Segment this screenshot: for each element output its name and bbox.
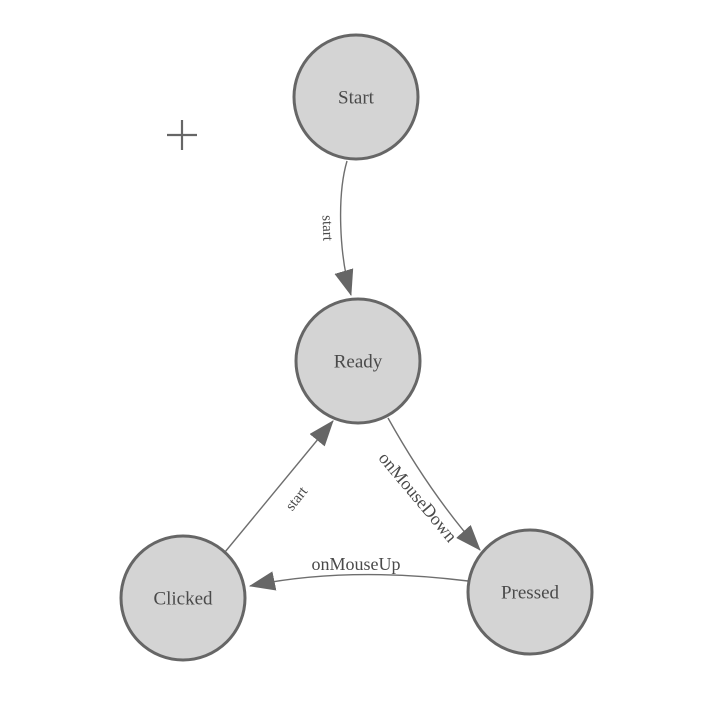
edge-line[interactable] [387,417,481,551]
edge-label-pressed-to-clicked: onMouseUp [312,554,401,574]
edge-pressed-to-clicked[interactable]: onMouseUp [248,554,469,591]
plus-icon [167,120,197,150]
node-pressed-label: Pressed [501,583,560,604]
node-start-circle[interactable] [292,33,420,161]
edge-label-clicked-to-ready: start [283,483,312,514]
node-pressed-circle[interactable] [466,528,594,656]
edge-line[interactable] [224,420,334,553]
node-ready-circle[interactable] [294,297,422,425]
node-clicked-circle[interactable] [119,534,247,662]
node-pressed[interactable]: Pressed [466,528,594,656]
edge-line[interactable] [248,571,469,591]
edge-line[interactable] [334,160,354,297]
node-start[interactable]: Start [292,33,420,161]
node-ready-label: Ready [334,352,383,373]
edge-start-to-ready[interactable]: start [319,160,354,297]
node-ready[interactable]: Ready [294,297,422,425]
node-clicked[interactable]: Clicked [119,534,247,662]
edge-label-start-to-ready: start [319,215,336,242]
node-clicked-label: Clicked [153,589,213,610]
node-start-label: Start [338,88,375,109]
edge-label-ready-to-pressed: onMouseDown [375,448,462,546]
edge-clicked-to-ready[interactable]: start [224,420,334,553]
edge-ready-to-pressed[interactable]: onMouseDown [375,417,481,551]
